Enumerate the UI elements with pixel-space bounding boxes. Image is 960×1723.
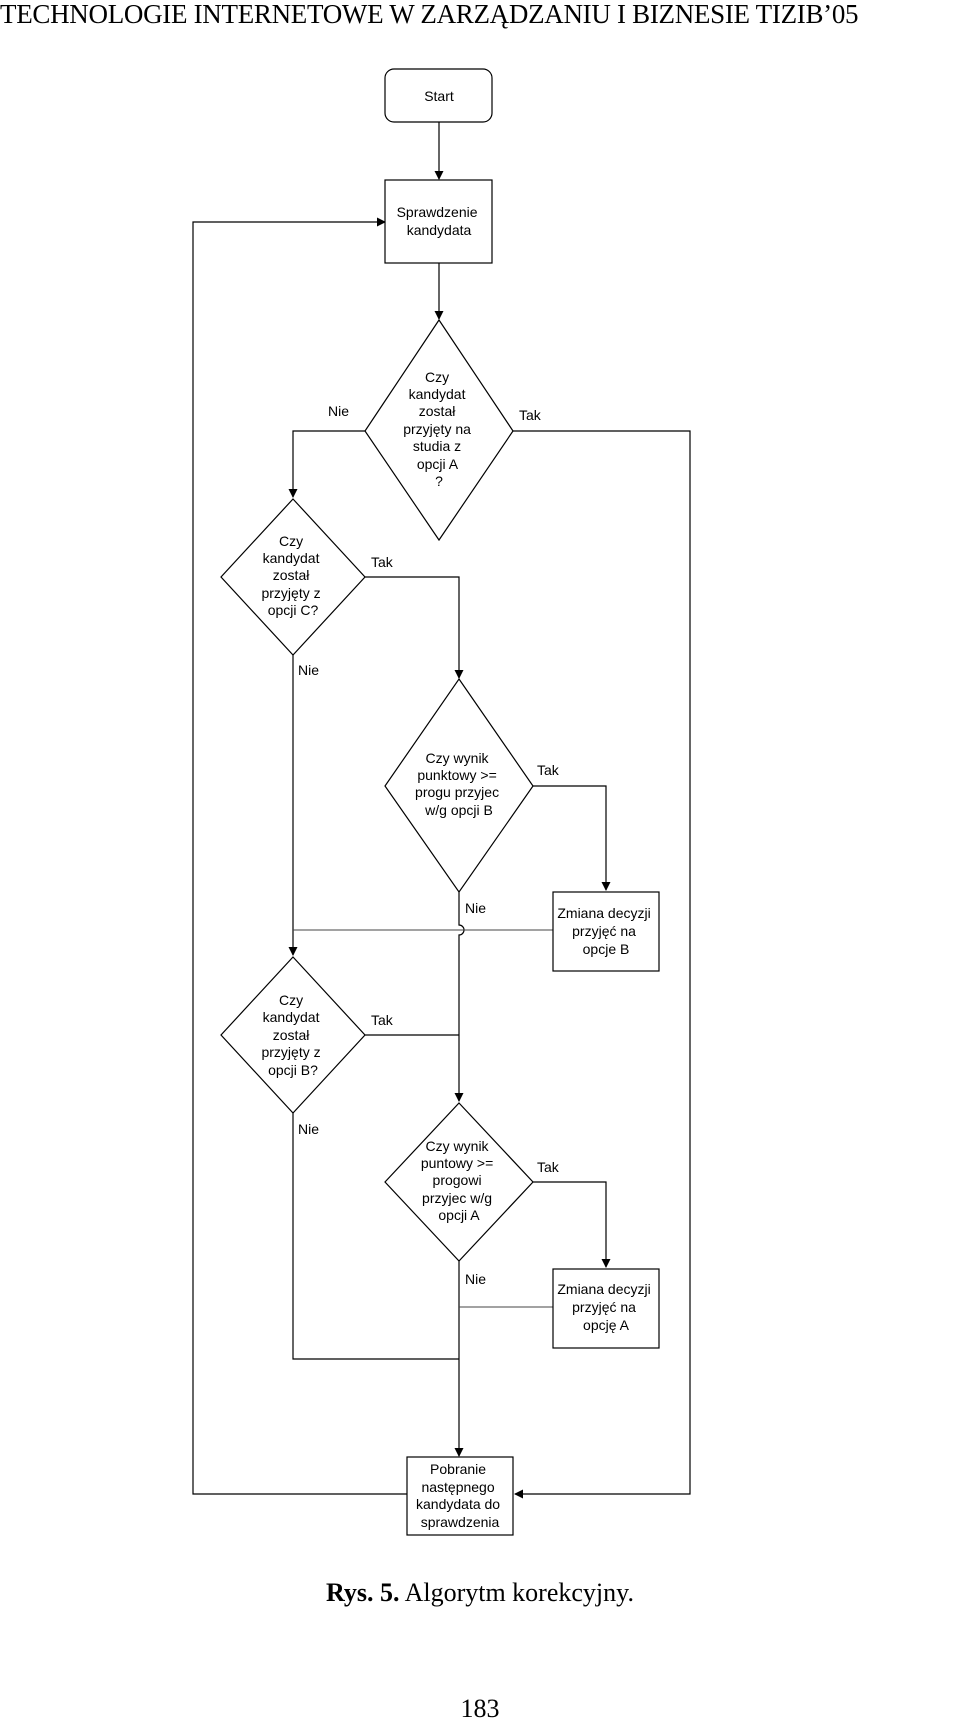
decision-option-a: Czy kandydat został przyjęty na studia z…: [364, 318, 514, 542]
figure-caption: Rys. 5. Algorytm korekcyjny.: [0, 1578, 960, 1608]
label-score-b-yes: Tak: [537, 762, 560, 778]
decision-option-a-shape: [364, 318, 514, 542]
decision-option-b-text: Czy kandydat został przyjęty z opcji B?: [261, 992, 324, 1078]
start-node-text: Start: [424, 88, 454, 104]
change-to-a-text: Zmiana decyzji przyjęć na opcję A: [557, 1281, 654, 1333]
decision-score-b-text: Czy wynik punktowy >= progu przyjec w/g …: [415, 750, 503, 818]
edge-decision-b-no-down: [292, 1111, 459, 1360]
connectors: [192, 122, 691, 1499]
check-candidate-text: Sprawdzenie kandydata: [397, 204, 482, 238]
decision-option-b: Czy kandydat został przyjęty z opcji B?: [220, 956, 366, 1114]
edge-decision-c-yes-to-score-b: [365, 576, 464, 679]
label-score-b-no: Nie: [465, 900, 486, 916]
check-candidate-process: Sprawdzenie kandydata: [384, 179, 493, 264]
decision-score-a-text: Czy wynik puntowy >= progowi przyjec w/g…: [421, 1138, 497, 1223]
figure-caption-label: Rys. 5.: [326, 1578, 400, 1607]
decision-option-c-text: Czy kandydat został przyjęty z opcji C?: [261, 533, 324, 618]
decision-score-b-shape: [384, 677, 534, 894]
next-candidate-process: Pobranie następnego kandydata do sprawdz…: [406, 1456, 514, 1536]
decision-option-c: Czy kandydat został przyjęty z opcji C?: [220, 498, 366, 656]
label-score-a-yes: Tak: [537, 1159, 560, 1175]
edge-decision-a-yes-to-next: [513, 430, 691, 1499]
label-decision-b-yes: Tak: [371, 1012, 394, 1028]
edge-score-b-yes-to-change-b: [533, 785, 611, 891]
decision-option-b-shape: [220, 956, 366, 1114]
check-candidate-shape: [384, 179, 493, 264]
label-decision-b-no: Nie: [298, 1121, 319, 1137]
label-decision-c-yes: Tak: [371, 554, 394, 570]
edge-score-a-yes-to-change-a: [533, 1181, 611, 1268]
label-decision-a-no: Nie: [328, 403, 349, 419]
change-to-a-shape: [552, 1268, 660, 1349]
label-decision-a-yes: Tak: [519, 407, 542, 423]
change-to-a-process: Zmiana decyzji przyjęć na opcję A: [552, 1268, 660, 1349]
decision-score-b: Czy wynik punktowy >= progu przyjec w/g …: [384, 677, 534, 894]
decision-option-a-text: Czy kandydat został przyjęty na studia z…: [403, 369, 475, 489]
start-node: Start: [384, 68, 493, 123]
label-score-a-no: Nie: [465, 1271, 486, 1287]
start-node-shape: [384, 68, 493, 123]
edge-next-back-to-check: [192, 217, 407, 1495]
next-candidate-shape: [406, 1456, 514, 1536]
decision-score-a-shape: [384, 1102, 534, 1262]
label-decision-c-no: Nie: [298, 662, 319, 678]
edge-score-b-no-down: [454, 891, 465, 1102]
figure-caption-text: Algorytm korekcyjny.: [404, 1578, 634, 1607]
decision-score-a: Czy wynik puntowy >= progowi przyjec w/g…: [384, 1102, 534, 1262]
change-to-b-process: Zmiana decyzji przyjęć na opcje B: [552, 891, 660, 972]
edge-decision-a-no-to-decision-c: [288, 430, 365, 498]
branch-labels: Nie Tak Tak Nie Tak Nie Tak Nie Tak Nie: [298, 403, 560, 1287]
decision-option-c-shape: [220, 498, 366, 656]
page-number: 183: [460, 1694, 500, 1723]
page-header: TECHNOLOGIE INTERNETOWE W ZARZĄDZANIU I …: [0, 0, 859, 29]
change-to-b-shape: [552, 891, 660, 972]
next-candidate-text: Pobranie następnego kandydata do sprawdz…: [416, 1461, 504, 1530]
change-to-b-text: Zmiana decyzji przyjęć na opcje B: [557, 905, 654, 957]
